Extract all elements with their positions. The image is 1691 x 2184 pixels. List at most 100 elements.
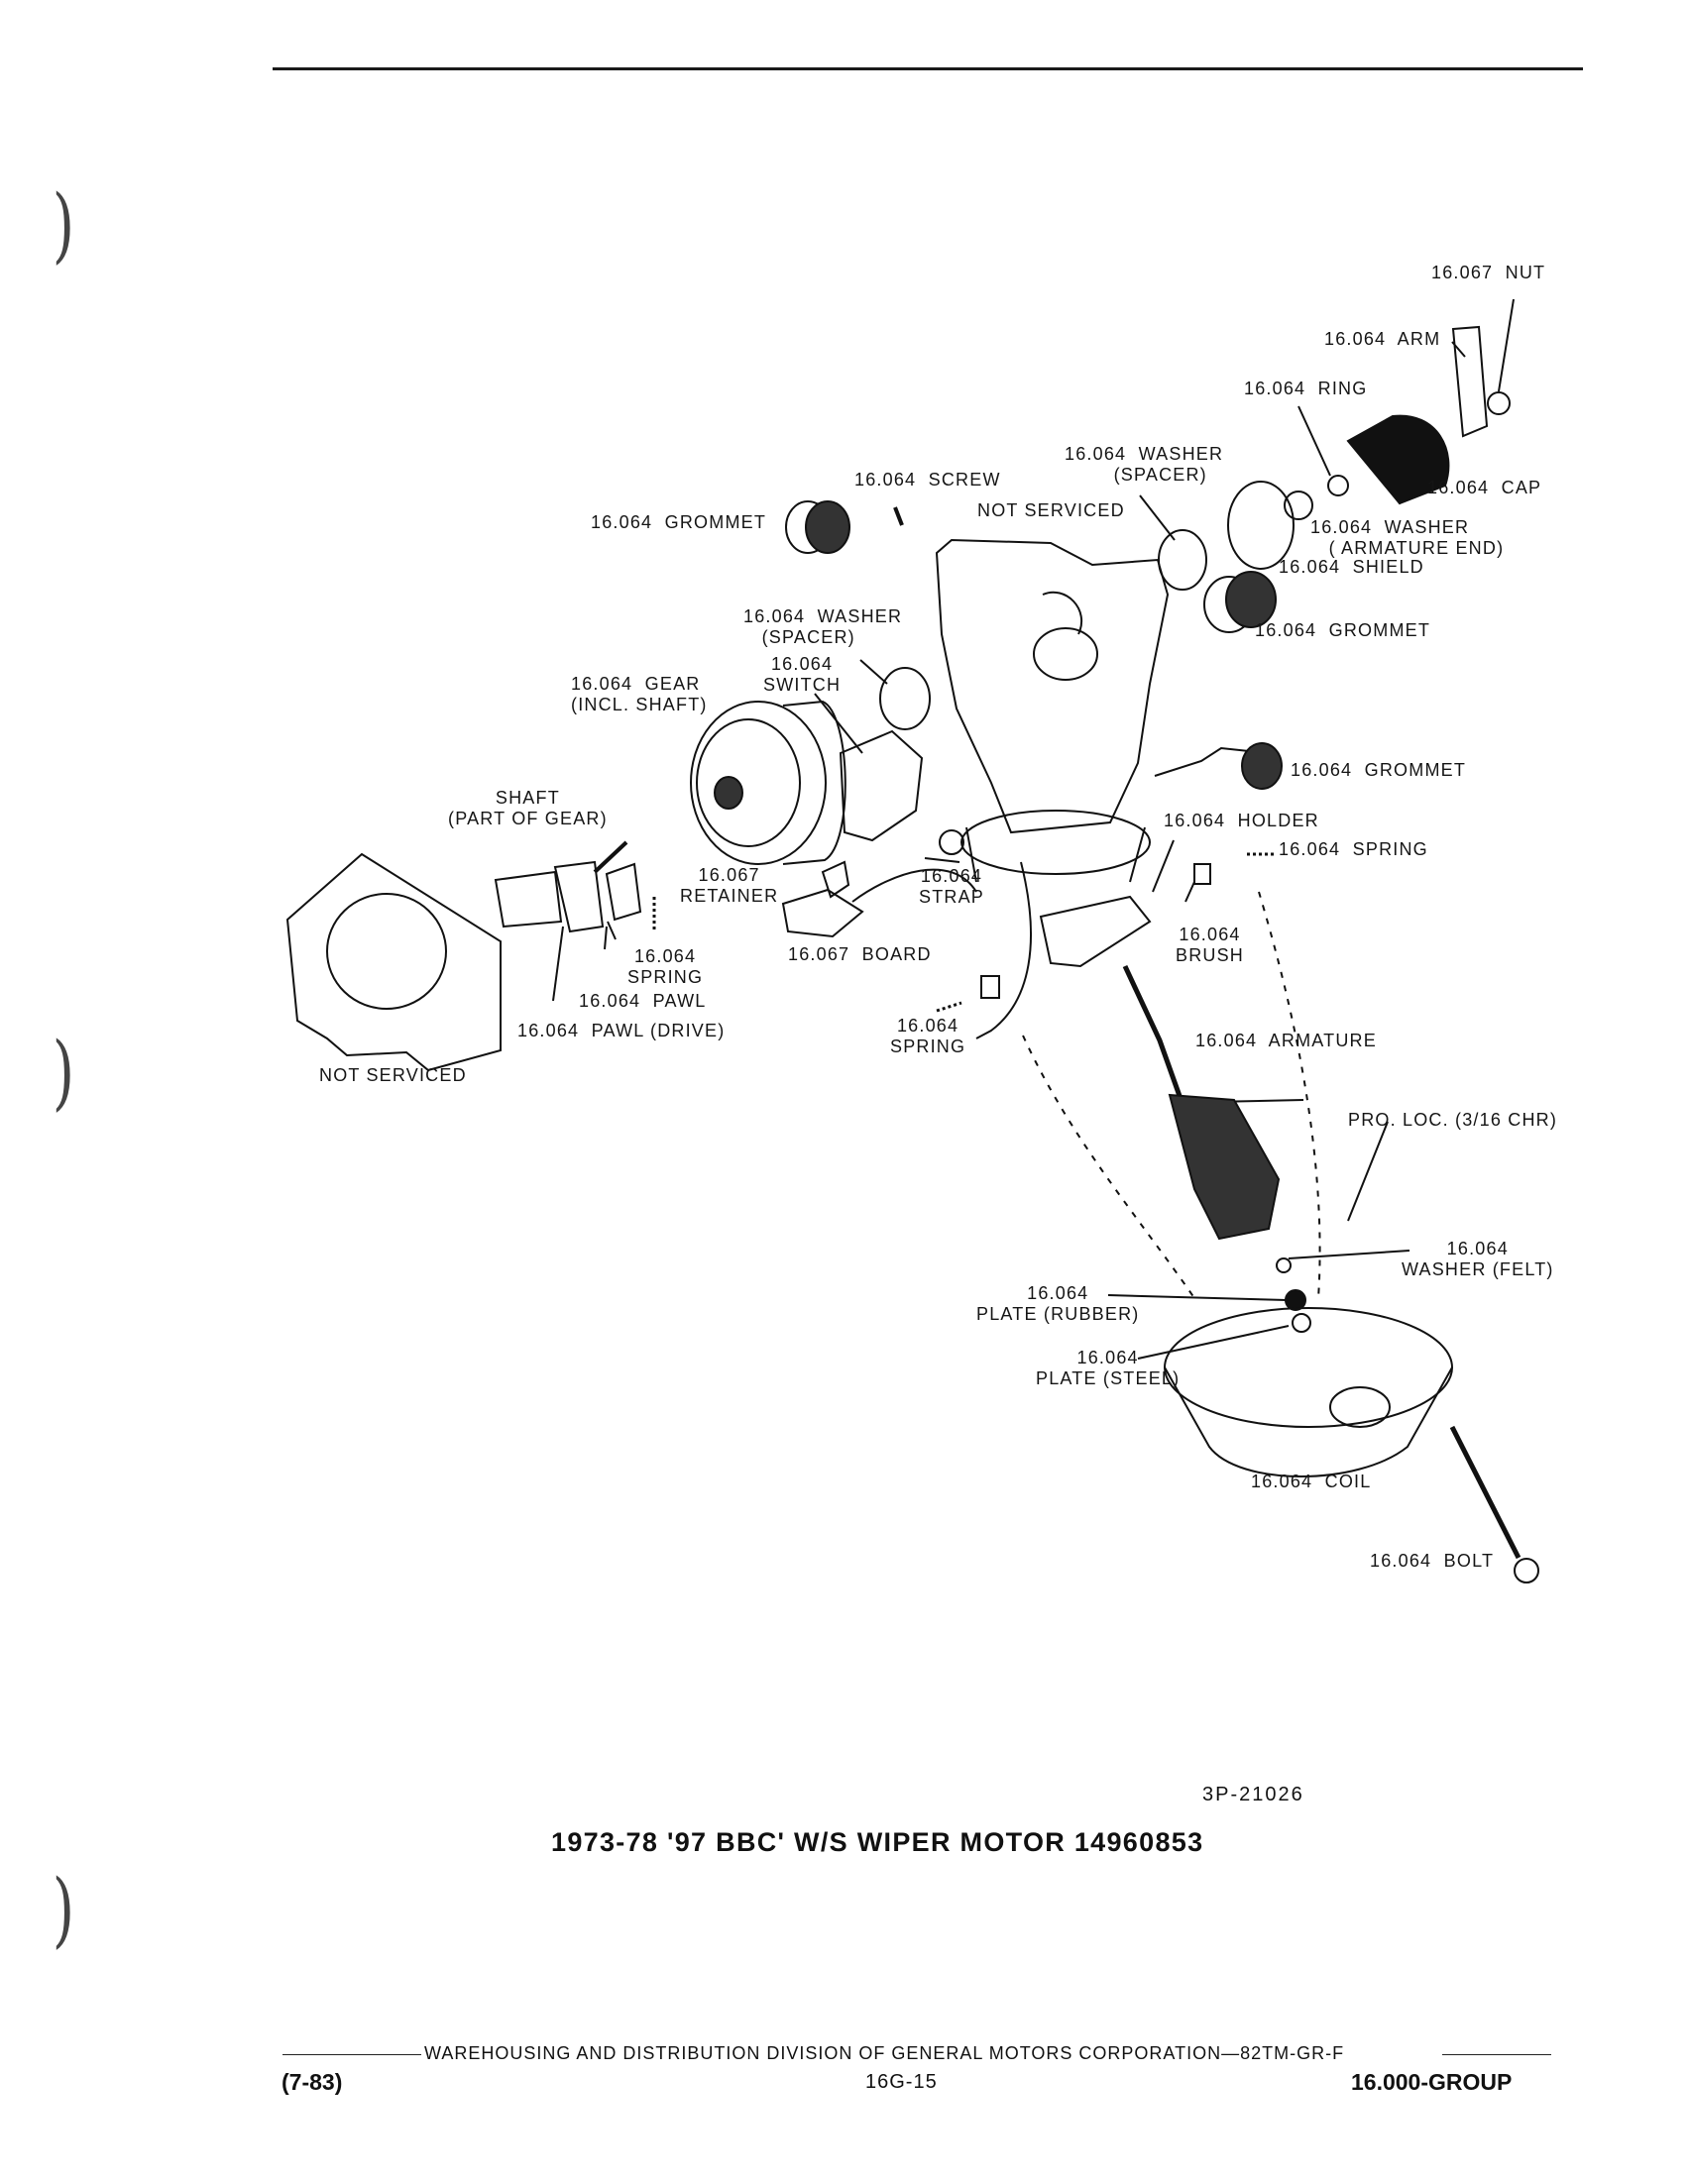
screw-part	[893, 506, 904, 526]
leader-line	[814, 693, 863, 754]
bolt-part	[1449, 1425, 1522, 1560]
brush-holder-part	[1039, 895, 1152, 968]
assembly-line	[1022, 1035, 1195, 1299]
binder-hole-mark: )	[52, 178, 75, 273]
brush-left-part	[980, 975, 1000, 999]
housing-bore	[1033, 627, 1098, 681]
motor-flange	[960, 810, 1151, 875]
label-spring-left: 16.064 SPRING	[627, 946, 704, 987]
leader-line	[924, 857, 960, 863]
label-board: 16.067 BOARD	[788, 944, 932, 964]
label-switch: 16.064 SWITCH	[763, 654, 842, 695]
label-gear: 16.064 GEAR (INCL. SHAFT)	[571, 674, 708, 714]
label-retainer: 16.067 RETAINER	[680, 865, 779, 906]
strap-grommet	[939, 829, 964, 855]
label-grommet-lower: 16.064 GROMMET	[1291, 760, 1467, 780]
leader-line	[552, 926, 564, 1002]
label-spring-right: 16.064 SPRING	[1279, 839, 1428, 859]
figure-id: 3P-21026	[1202, 1784, 1304, 1805]
label-shaft: SHAFT (PART OF GEAR)	[448, 788, 608, 828]
label-not-serviced-housing: NOT SERVICED	[977, 500, 1125, 520]
footer-group: 16.000-GROUP	[1351, 2069, 1513, 2095]
grommet-right-part	[1203, 571, 1277, 633]
leader-line	[1137, 1325, 1290, 1360]
label-washer-armature-end: 16.064 WASHER ( ARMATURE END)	[1310, 517, 1505, 558]
strap-wire	[851, 868, 977, 903]
label-nut: 16.067 NUT	[1431, 263, 1546, 282]
label-shield: 16.064 SHIELD	[1279, 557, 1424, 577]
nut-part	[1487, 391, 1511, 415]
label-grommet-left: 16.064 GROMMET	[591, 512, 767, 532]
coil-part	[1164, 1307, 1453, 1477]
footer-division: WAREHOUSING AND DISTRIBUTION DIVISION OF…	[424, 2043, 1345, 2063]
arm-part	[1451, 325, 1489, 438]
label-ring: 16.064 RING	[1244, 379, 1368, 398]
ring-part	[1327, 475, 1349, 496]
drive-pawl-part	[494, 870, 563, 928]
top-rule	[273, 67, 1583, 70]
spacer-washer-mid	[879, 667, 931, 730]
gear-cover	[285, 852, 502, 1072]
label-washer-spacer-mid: 16.064 WASHER (SPACER)	[743, 606, 903, 647]
label-strap: 16.064 STRAP	[919, 866, 985, 907]
lead-wire	[975, 861, 1032, 1039]
brush-part	[1193, 863, 1211, 885]
felt-washer-part	[1276, 1257, 1292, 1273]
leader-line	[607, 921, 617, 940]
footer-date: (7-83)	[282, 2069, 343, 2095]
leader-line	[1107, 1294, 1288, 1301]
label-washer-spacer-top: 16.064 WASHER (SPACER)	[1065, 444, 1224, 485]
leader-line	[1347, 1121, 1389, 1222]
cap-part	[1346, 414, 1450, 505]
footer-rule-left	[282, 2054, 421, 2055]
retainer-part	[821, 860, 850, 899]
binder-hole-mark: )	[52, 1026, 75, 1120]
motor-flange-edge	[965, 826, 1146, 883]
leader-line	[1184, 881, 1195, 903]
leader-line	[859, 659, 888, 685]
gear-cover-dome	[326, 893, 447, 1010]
label-plate-rubber: 16.064 PLATE (RUBBER)	[976, 1283, 1140, 1324]
brush-spring-part	[936, 1001, 962, 1013]
pawl-small-part	[605, 862, 642, 922]
label-arm: 16.064 ARM	[1324, 329, 1441, 349]
spacer-washer-top	[1158, 529, 1207, 591]
gear-housing	[935, 538, 1170, 834]
label-bolt: 16.064 BOLT	[1370, 1551, 1495, 1571]
label-not-serviced-cover: NOT SERVICED	[319, 1065, 467, 1085]
armature-part	[1168, 1093, 1281, 1241]
leader-line	[1288, 1250, 1410, 1259]
label-armature: 16.064 ARMATURE	[1195, 1031, 1377, 1050]
leader-line	[1297, 405, 1331, 477]
leader-line	[1139, 494, 1176, 541]
leader-line	[1498, 298, 1515, 392]
label-holder: 16.064 HOLDER	[1164, 811, 1319, 830]
figure-caption: 1973-78 '97 BBC' W/S WIPER MOTOR 1496085…	[551, 1827, 1204, 1857]
footer-rule-right	[1442, 2054, 1551, 2055]
label-brush: 16.064 BRUSH	[1176, 925, 1245, 965]
pawl-part	[553, 860, 605, 933]
steel-plate-part	[1292, 1313, 1311, 1333]
label-washer-felt: 16.064 WASHER (FELT)	[1402, 1239, 1554, 1279]
grommet-lower-part	[1154, 742, 1283, 790]
label-pawl: 16.064 PAWL	[579, 991, 707, 1011]
housing-detail	[1042, 591, 1083, 635]
assembly-line	[1258, 891, 1321, 1299]
rubber-plate-part	[1285, 1289, 1306, 1311]
leader-line	[1152, 839, 1175, 893]
footer-page-number: 16G-15	[865, 2071, 938, 2093]
label-screw: 16.064 SCREW	[854, 470, 1001, 490]
label-grommet-right: 16.064 GROMMET	[1255, 620, 1431, 640]
label-plate-steel: 16.064 PLATE (STEEL)	[1036, 1348, 1181, 1388]
binder-hole-mark: )	[52, 1863, 75, 1957]
label-cap: 16.064 CAP	[1427, 478, 1542, 497]
gear-part	[690, 700, 846, 865]
armature-shaft	[1122, 964, 1187, 1111]
grommet-left-part	[785, 500, 850, 554]
bolt-head	[1514, 1558, 1539, 1583]
armature-end-washer	[1284, 491, 1313, 520]
label-pro-loc: PRO. LOC. (3/16 CHR)	[1348, 1110, 1558, 1130]
label-pawl-drive: 16.064 PAWL (DRIVE)	[517, 1021, 726, 1040]
shaft-part	[593, 840, 628, 874]
